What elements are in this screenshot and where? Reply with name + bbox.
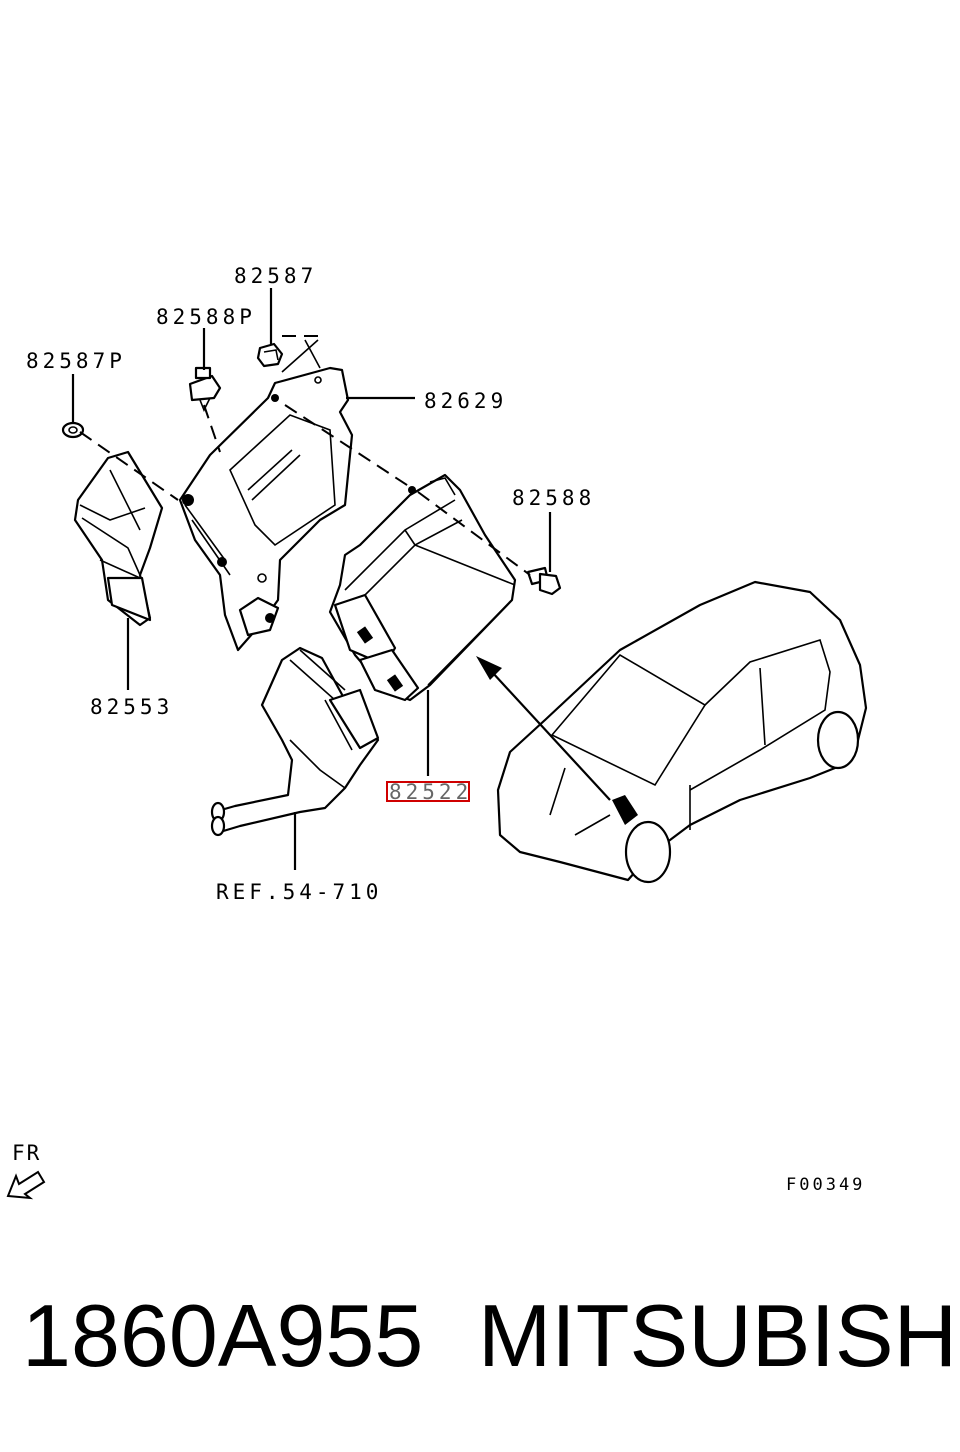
label-ref: REF.54-710 xyxy=(216,880,382,904)
label-82587: 82587 xyxy=(234,264,317,288)
bolt-82588 xyxy=(526,566,562,596)
bracket-82629 xyxy=(178,339,354,652)
direction-label: FR xyxy=(12,1141,41,1165)
wiring-harness-ref xyxy=(210,646,380,837)
grommet-82588P xyxy=(188,366,222,412)
washer-82587P xyxy=(61,421,85,439)
front-arrow-icon xyxy=(6,1170,46,1200)
label-82553: 82553 xyxy=(90,695,173,719)
vehicle-outline xyxy=(496,580,868,884)
figure-code: F00349 xyxy=(786,1175,865,1195)
label-82629: 82629 xyxy=(424,389,507,413)
airbag-ecu-82522 xyxy=(328,473,517,702)
nut-82587 xyxy=(256,342,284,368)
bracket-82553 xyxy=(73,450,164,627)
location-arrow xyxy=(476,656,611,801)
assembly-dashed-lines xyxy=(79,335,531,576)
caption-part-number: 1860A955 xyxy=(22,1286,423,1385)
label-82522: 82522 xyxy=(389,780,472,804)
label-82588: 82588 xyxy=(512,486,595,510)
leader-lines xyxy=(71,288,552,870)
label-82587P: 82587P xyxy=(26,349,126,373)
label-82588P: 82588P xyxy=(156,305,256,329)
caption-brand: MITSUBISHI xyxy=(478,1286,960,1385)
highlight-box xyxy=(386,781,470,802)
